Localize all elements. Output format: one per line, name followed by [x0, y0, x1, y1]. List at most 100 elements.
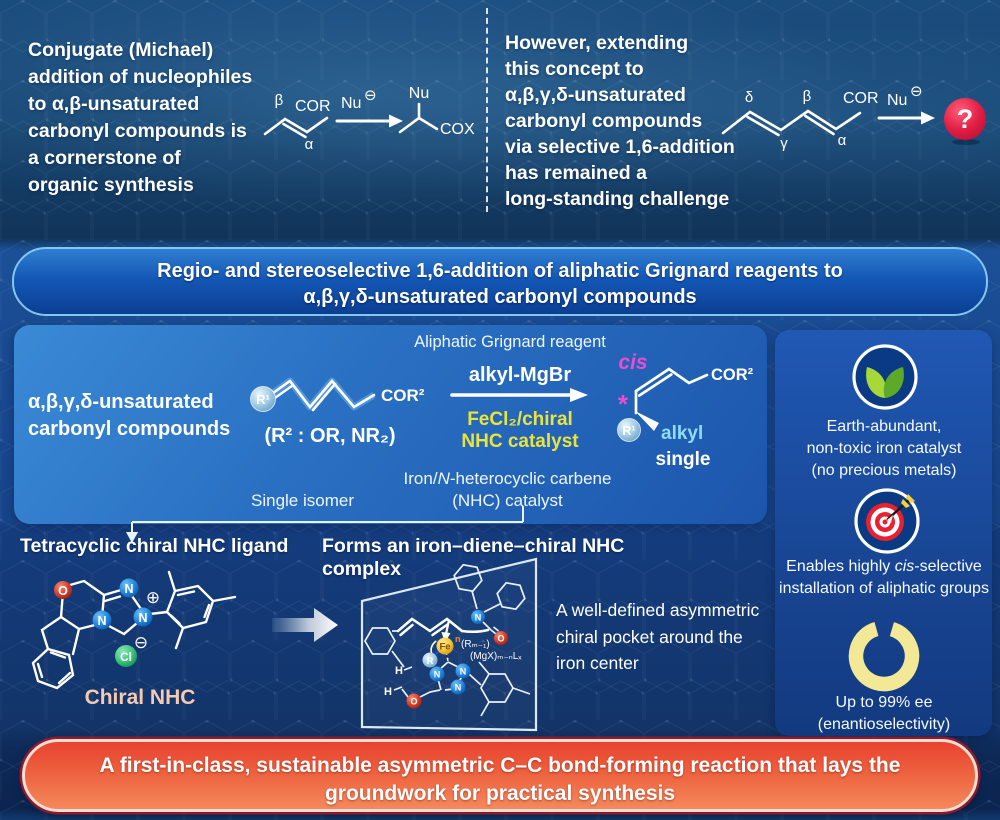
oxygen-label: O	[497, 634, 504, 644]
iron-complex-structure: N O Fe n (Rₘ₋₁) (MgX)ₘ₋ₙLₓ R N N N O H H	[360, 557, 538, 732]
michael-addition-scheme: β α COR Nu ⊖ Nu COX	[263, 85, 475, 153]
question-badge	[944, 98, 986, 140]
r1-label: R¹	[256, 392, 270, 407]
oxygen-atom	[54, 581, 72, 599]
transform-arrow	[272, 608, 338, 642]
text-line: via selective 1,6-addition	[505, 136, 735, 158]
text-line: (enantioselectivity)	[817, 716, 951, 733]
text-line: carbonyl compounds	[505, 110, 703, 132]
nitrogen-label: N	[97, 614, 106, 628]
iron-label: Fe	[439, 642, 450, 653]
iron-nhc-caption: Iron/N-heterocyclic carbene (NHC) cataly…	[395, 468, 620, 512]
nitrogen-label: N	[455, 683, 462, 693]
single-label: single	[656, 449, 711, 470]
alkyl-label: alkyl	[661, 423, 703, 444]
text-line: organic synthesis	[28, 174, 194, 196]
ee-donut-icon	[848, 620, 920, 692]
text-line: carbonyl compounds is	[28, 120, 247, 142]
nitrogen-atom	[450, 679, 466, 695]
text-line: Enables highly cis-selective	[776, 556, 992, 578]
text-line: NHC catalyst	[461, 431, 579, 452]
line-prefix: Enables highly	[786, 558, 895, 575]
r-sphere	[422, 652, 438, 668]
delta-label: δ	[745, 89, 753, 106]
main-reaction-arrow	[450, 388, 588, 402]
nitrogen-atom	[471, 610, 485, 624]
complex-title: Forms an iron–diene–chiral NHC complex	[322, 535, 625, 580]
nitrogen-label: N	[434, 670, 441, 680]
connector-arrowhead	[126, 532, 138, 543]
product-skeleton	[398, 102, 439, 134]
arrowhead	[570, 388, 588, 402]
nitrogen-label: N	[124, 582, 133, 596]
cis-label: cis	[618, 351, 647, 374]
oxygen-label: O	[58, 584, 68, 598]
text-line: carbonyl compounds	[28, 418, 231, 440]
nitrogen-atom	[429, 666, 445, 682]
r1-sphere	[617, 418, 641, 442]
mesityl-ring	[480, 673, 514, 703]
nucleophile-label: Nu	[887, 92, 907, 109]
cor2-label: COR²	[711, 366, 754, 384]
nitrogen-label: N	[138, 611, 147, 625]
connector-lines	[126, 506, 524, 543]
connector-path	[131, 506, 524, 533]
text-line: iron center	[556, 653, 639, 673]
challenge-text: However, extending this concept to α,β,γ…	[505, 30, 775, 212]
product-structure: cis * R¹ COR² alkyl single	[617, 351, 754, 470]
chiral-nhc-caption: Chiral NHC	[84, 686, 196, 709]
chiral-plane	[360, 557, 538, 732]
text-line: installation of aliphatic groups	[779, 580, 989, 597]
text-line: (no precious metals)	[811, 462, 957, 479]
oxygen-atom	[406, 693, 422, 709]
text-line: long-standing challenge	[505, 188, 730, 210]
text-line: FeCl₂/chiral	[467, 409, 573, 430]
mgx-label: (MgX)ₘ₋ₙLₓ	[470, 651, 522, 662]
minus-charge-icon: ⊖	[910, 83, 923, 100]
intro-michael-text: Conjugate (Michael) addition of nucleoph…	[28, 37, 288, 199]
chloride-atom	[115, 645, 137, 667]
alpha-label: α	[838, 132, 847, 149]
stereocenter-asterisk: *	[618, 389, 629, 419]
chloride-label: Cl	[120, 650, 132, 664]
reagent-label: alkyl-MgBr	[468, 364, 572, 386]
cis-italic: cis	[894, 558, 915, 575]
substrate-structure: R¹ COR²	[250, 377, 425, 412]
text-line: However, extending	[505, 32, 689, 54]
cor-label: COR	[295, 98, 331, 115]
phenyl-ring	[364, 627, 396, 655]
text-line: a cornerstone of	[28, 147, 181, 169]
hydrogen-label: H	[395, 665, 403, 677]
oxygen-label: O	[410, 697, 417, 707]
minus-charge-icon: ⊖	[134, 633, 148, 652]
alpha-label: α	[305, 136, 314, 153]
iron-oxidation-state: n	[455, 634, 461, 644]
iron-atom	[436, 637, 454, 655]
benefit-iron-text: Earth-abundant, non-toxic iron catalyst …	[786, 416, 982, 482]
r2-note: (R² : OR, NR₂)	[264, 425, 396, 447]
line-suffix: -selective	[914, 558, 982, 575]
dashed-divider	[486, 8, 488, 212]
ligand-bonds	[31, 570, 237, 690]
text-line: to α,β-unsaturated	[28, 93, 200, 115]
question-mark: ?	[957, 104, 974, 134]
caption-prefix: Iron/	[403, 469, 438, 488]
dienone-skeleton	[721, 109, 862, 137]
grignard-caption: Aliphatic Grignard reagent	[414, 333, 606, 351]
benefit-cis-text: Enables highly cis-selective installatio…	[776, 556, 992, 600]
dienone-challenge-scheme: δ γ β α COR Nu ⊖ ?	[721, 83, 986, 152]
caption-suffix: -heterocyclic carbene	[449, 469, 612, 488]
text-line: A well-defined asymmetric	[556, 600, 760, 620]
conclusion-banner: A first-in-class, sustainable asymmetric…	[22, 739, 978, 812]
single-isomer-label: Single isomer	[251, 491, 354, 510]
diene-bonds	[396, 617, 490, 637]
substrate-label: α,β,γ,δ-unsaturated carbonyl compounds	[28, 389, 258, 443]
text-line: this concept to	[505, 58, 644, 80]
beta-label: β	[803, 88, 812, 105]
text-line: Earth-abundant,	[826, 418, 942, 435]
benefit-ee-text: Up to 99% ee (enantioselectivity)	[786, 692, 982, 736]
rm-label: (Rₘ₋₁)	[461, 639, 490, 650]
nitrogen-atom	[119, 578, 139, 598]
cox-label: COX	[440, 121, 475, 138]
banner-line: Regio- and stereoselective 1,6-addition …	[157, 260, 843, 282]
